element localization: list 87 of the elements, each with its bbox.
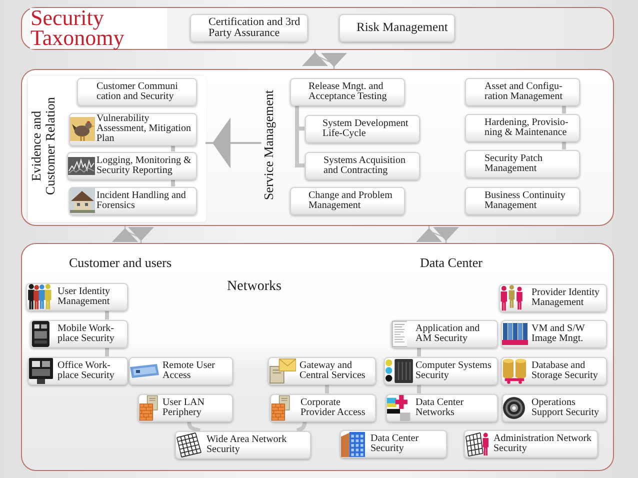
category-label: Data Center Networks [416,398,465,418]
section-heading: Customer and users [69,256,172,270]
category-label: Logging, Monitoring & Security Reporting [96,156,192,176]
category-label: Remote User Access [162,360,216,380]
category-box [66,152,196,180]
connector-line [296,421,307,432]
section-heading: Data Center [420,256,482,270]
connector-line [187,421,200,432]
category-box [502,394,606,422]
category-box [386,394,498,422]
diagram-title: Security Taxonomy [30,8,166,49]
category-box [340,430,446,458]
category-label: Office Work- place Security [58,360,116,380]
category-box [68,186,196,214]
category-label: VM and S/W Image Mngt. [532,324,586,344]
category-box [304,152,420,180]
group-heading: Evidence and Customer Relation [29,96,58,196]
connector-line [171,180,175,186]
category-box [174,430,310,458]
category-label: Provider Identity Management [532,288,601,308]
category-label: Certification and 3rd Party Assurance [208,16,302,38]
section-panel [21,7,614,50]
category-label: Operations Support Security [532,398,600,418]
category-label: Hardening, Provisio- ning & Maintenance [484,118,570,138]
category-label: Business Continuity Management [484,190,566,210]
double-arrow [112,226,154,243]
category-label: Security Patch Management [484,154,544,174]
connector-line [171,146,175,152]
arrow [206,118,262,168]
category-label: Risk Management [356,21,448,34]
category-box [76,78,196,106]
category-box [464,150,580,178]
category-label: User Identity Management [58,286,111,306]
category-box [338,14,454,42]
category-box [498,284,606,312]
category-box [68,112,196,146]
category-box [500,320,606,348]
category-box [26,282,128,310]
group-panel [28,76,206,222]
category-label: Incident Handling and Forensics [96,190,187,210]
category-box [270,394,376,422]
category-label: Customer Communi cation and Security [96,82,179,102]
category-box [190,14,308,42]
category-box [500,356,606,384]
category-label: Systems Acquisition and Contracting [324,156,406,176]
category-box [290,78,404,106]
category-box [464,114,580,142]
category-box [464,430,598,458]
category-label: Vulnerability Assessment, Mitigation Plan [96,114,192,144]
category-label: Computer Systems Security [416,360,492,380]
category-box [464,78,580,106]
double-arrow [416,226,459,243]
category-box [384,356,498,384]
category-label: Mobile Work- place Security [58,324,116,344]
category-label: Data Center Security [370,434,420,454]
category-label: Asset and Configu- ration Management [484,82,564,102]
category-box [464,186,580,214]
category-label: Release Mngt. and Acceptance Testing [308,82,388,102]
section-panel [21,69,614,226]
connector-line [417,384,421,394]
section-heading: Networks [227,279,282,294]
connector-line [105,348,109,356]
section-heading: Service Management [261,89,276,200]
connector-line [562,106,566,114]
section-panel [21,243,614,471]
category-label: Gateway and Central Services [300,360,366,380]
category-box [390,320,498,348]
connector-line [562,142,566,150]
category-label: Wide Area Network Security [206,434,288,454]
category-box [304,114,420,142]
connector-line [417,348,421,356]
category-label: Corporate Provider Access [300,398,366,418]
category-label: Database and Storage Security [532,360,599,380]
category-box [290,186,404,214]
category-label: Administration Network Security [494,434,593,454]
category-box [138,394,232,422]
category-box [128,356,232,384]
connector-line [105,310,109,320]
category-label: User LAN Periphery [162,398,206,418]
category-label: System Development Life-Cycle [322,118,410,138]
connector-line [325,384,329,394]
category-box [30,320,128,348]
category-label: Change and Problem Management [308,190,394,210]
category-box [268,356,376,384]
double-arrow [302,50,347,69]
category-box [28,356,128,384]
category-label: Application and AM Security [416,324,481,344]
